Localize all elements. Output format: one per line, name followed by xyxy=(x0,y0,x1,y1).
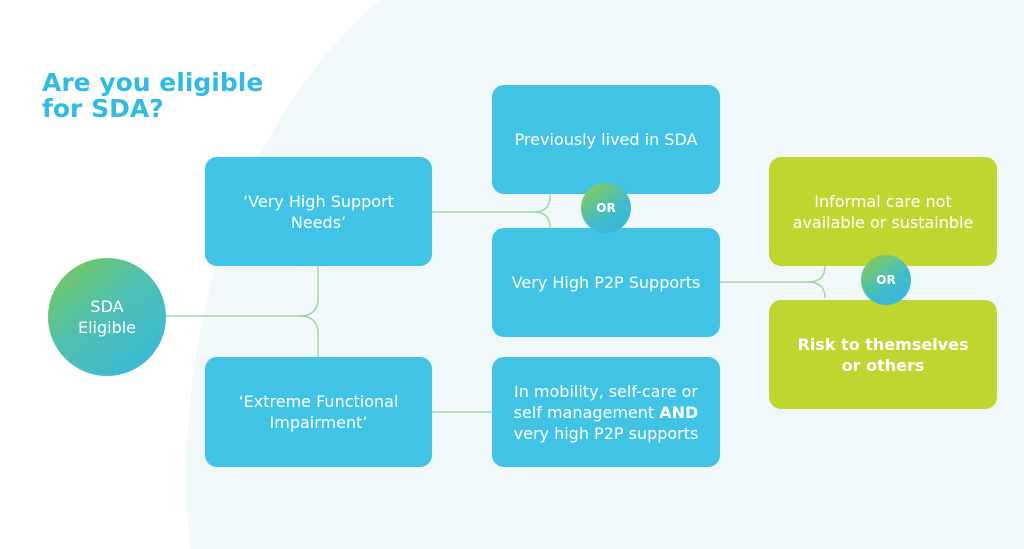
sda-eligible-node: SDA Eligible xyxy=(48,258,166,376)
very-high-support-needs-box: ‘Very High Support Needs’ xyxy=(205,157,432,266)
title-line-2: for SDA? xyxy=(42,94,164,123)
informal-care-line-2: available or sustainble xyxy=(792,212,974,232)
sda-eligible-line-1: SDA xyxy=(90,297,124,316)
very-high-p2p-box: Very High P2P Supports xyxy=(492,228,720,337)
page-title: Are you eligible for SDA? xyxy=(42,70,263,122)
informal-care-line-1: Informal care not xyxy=(814,191,952,211)
connector-trunk-brace xyxy=(299,266,319,357)
or-label-2: OR xyxy=(876,273,896,287)
mobility-line-2a: self management xyxy=(513,402,660,422)
mobility-box: In mobility, self-care or self managemen… xyxy=(492,357,720,467)
sda-eligible-line-2: Eligible xyxy=(77,318,137,337)
mobility-line-1: In mobility, self-care or xyxy=(513,381,698,401)
very-high-support-needs-label: ‘Very High Support Needs’ xyxy=(243,191,394,232)
or-label-1: OR xyxy=(596,201,616,215)
mobility-line-2: self management AND xyxy=(514,402,699,423)
mobility-and: AND xyxy=(659,402,699,422)
previously-lived-label: Previously lived in SDA xyxy=(514,130,698,149)
or-badge-2: OR xyxy=(861,255,911,305)
extreme-functional-impairment-box: ‘Extreme Functional Impairment’ xyxy=(205,357,432,467)
or-badge-1: OR xyxy=(581,183,631,233)
risk-line-2: or others xyxy=(841,355,925,375)
informal-care-box: Informal care not available or sustainbl… xyxy=(769,157,997,266)
previously-lived-box: Previously lived in SDA xyxy=(492,85,720,194)
extreme-functional-line-1: ‘Extreme Functional xyxy=(238,392,399,411)
risk-box: Risk to themselves or others xyxy=(769,300,997,409)
connector-p2p-brace xyxy=(807,265,826,299)
extreme-functional-line-2: Impairment’ xyxy=(269,413,368,432)
connector-vhsn-brace xyxy=(533,194,551,229)
very-high-p2p-label: Very High P2P Supports xyxy=(511,273,701,292)
title-line-1: Are you eligible xyxy=(42,68,264,97)
risk-line-1: Risk to themselves xyxy=(797,334,969,354)
mobility-line-3: very high P2P supports xyxy=(513,423,699,443)
